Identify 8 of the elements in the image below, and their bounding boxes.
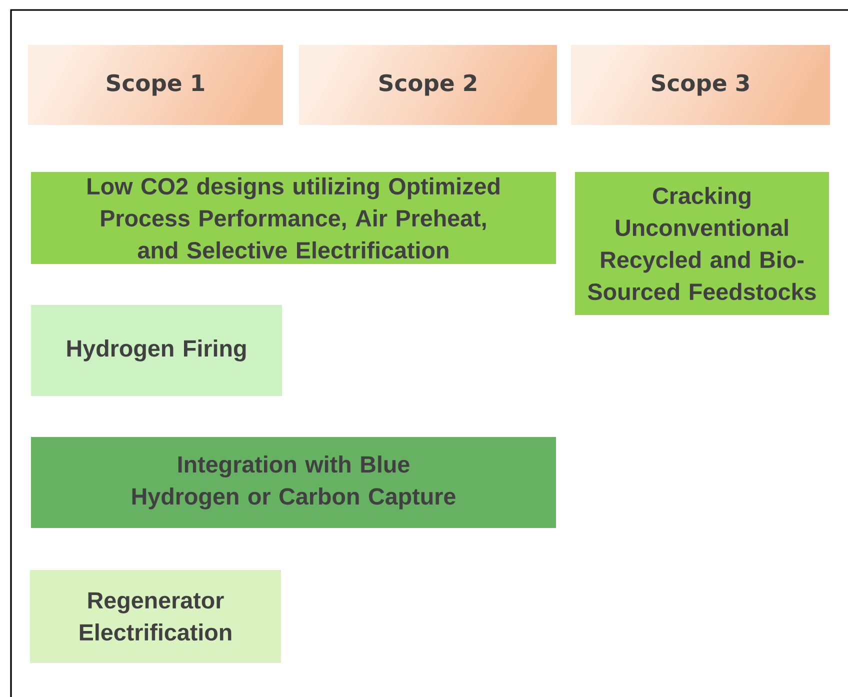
scope-header: Scope 2: [380, 74, 476, 96]
strategy-box: Integration with Blue Hydrogen or Carbon Capture: [31, 437, 556, 528]
strategy-box: Cracking Unconventional Recycled and Bio-Sourced Feedstocks: [575, 172, 829, 315]
scope-header: Scope 3: [652, 74, 749, 96]
strategy-box: Regenerator Electrification: [30, 570, 281, 663]
strategy-box: Low CO2 designs utilizing Optimized Process Performance, Air Preheat, and Selective Electrification: [31, 172, 556, 264]
scope-header: Scope 1: [107, 74, 204, 96]
strategy-box: Hydrogen Firing: [31, 305, 282, 396]
